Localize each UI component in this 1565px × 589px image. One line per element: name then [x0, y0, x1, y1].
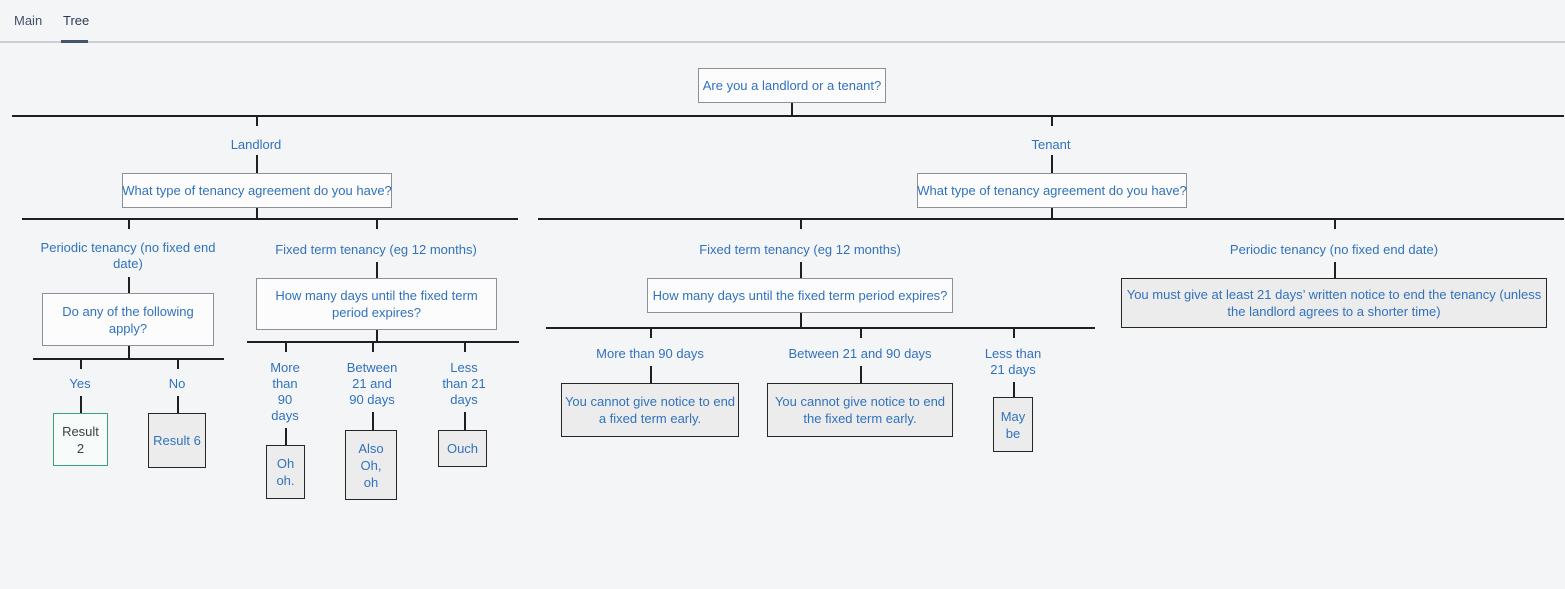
connector-tick — [650, 328, 652, 338]
branch-label-between-21-90: Between 21 and 90 days — [346, 360, 398, 407]
connector-line — [800, 313, 802, 327]
tab-main[interactable]: Main — [14, 13, 43, 28]
branch-label-no: No — [168, 376, 186, 391]
result-box-also-oh-oh[interactable]: Also Oh, oh — [345, 430, 397, 500]
connector-line — [128, 277, 130, 293]
branch-label-tenant: Tenant — [1031, 137, 1071, 152]
branch-label-landlord-periodic: Periodic tenancy (no fixed end date) — [40, 240, 216, 271]
question-box-landlord-days-until-expiry[interactable]: How many days until the fixed term perio… — [256, 278, 497, 330]
branch-label-tenant-periodic: Periodic tenancy (no fixed end date) — [1229, 242, 1439, 257]
connector-tick — [80, 359, 82, 369]
branch-label-more-than-90: More than 90 days — [270, 360, 300, 423]
connector-line — [33, 358, 224, 360]
question-box-tenant-tenancy-type[interactable]: What type of tenancy agreement do you ha… — [917, 173, 1187, 208]
connector-tick — [1013, 328, 1015, 338]
result-box-result-6[interactable]: Result 6 — [148, 413, 206, 468]
connector-line — [1013, 382, 1015, 397]
branch-label-yes: Yes — [69, 376, 91, 391]
branch-label-landlord: Landlord — [230, 137, 282, 152]
branch-label-tenant-more-than-90: More than 90 days — [596, 346, 704, 361]
result-box-may-be[interactable]: May be — [993, 397, 1033, 452]
connector-tick — [1334, 219, 1336, 229]
result-box-oh-oh[interactable]: Oh oh. — [266, 445, 305, 499]
branch-label-tenant-between-21-90: Between 21 and 90 days — [788, 346, 932, 361]
connector-line — [177, 396, 179, 413]
result-box-cannot-give-notice-a[interactable]: You cannot give notice to end a fixed te… — [561, 383, 739, 437]
question-box-tenant-days-until-expiry[interactable]: How many days until the fixed term perio… — [647, 278, 953, 313]
connector-line — [1334, 262, 1336, 278]
result-box-ouch[interactable]: Ouch — [438, 430, 487, 467]
question-box-landlord-tenancy-type[interactable]: What type of tenancy agreement do you ha… — [122, 173, 392, 208]
connector-line — [247, 341, 519, 343]
connector-line — [376, 330, 378, 341]
connector-line — [791, 103, 793, 115]
connector-tick — [860, 328, 862, 338]
connector-line — [650, 366, 652, 383]
connector-tick — [256, 116, 258, 126]
branch-label-tenant-less-than-21: Less than 21 days — [984, 346, 1042, 377]
connector-tick — [1051, 116, 1053, 126]
connector-line — [546, 327, 1095, 329]
connector-tick — [464, 342, 466, 352]
branch-label-tenant-fixed: Fixed term tenancy (eg 12 months) — [699, 242, 901, 257]
connector-line — [22, 218, 518, 220]
connector-line — [372, 412, 374, 430]
connector-line — [1051, 155, 1053, 173]
connector-tick — [800, 219, 802, 229]
result-box-must-give-21-days-notice[interactable]: You must give at least 21 days’ written … — [1121, 278, 1547, 328]
connector-line — [376, 262, 378, 278]
connector-line — [285, 428, 287, 445]
connector-tick — [128, 219, 130, 229]
connector-line — [80, 396, 82, 413]
connector-line — [12, 115, 1564, 117]
connector-line — [128, 346, 130, 358]
connector-line — [800, 262, 802, 278]
tab-bar: Main Tree — [0, 0, 1565, 43]
connector-line — [1051, 208, 1053, 218]
branch-label-landlord-fixed: Fixed term tenancy (eg 12 months) — [275, 242, 477, 257]
connector-line — [538, 218, 1564, 220]
result-box-cannot-give-notice-b[interactable]: You cannot give notice to end the fixed … — [767, 383, 953, 437]
connector-line — [256, 155, 258, 173]
result-box-result-2[interactable]: Result 2 — [53, 413, 108, 466]
root-question-box[interactable]: Are you a landlord or a tenant? — [698, 68, 886, 103]
connector-tick — [285, 342, 287, 352]
branch-label-less-than-21: Less than 21 days — [442, 360, 486, 407]
connector-line — [860, 366, 862, 383]
connector-line — [256, 208, 258, 218]
connector-line — [464, 412, 466, 430]
tab-tree[interactable]: Tree — [63, 13, 90, 28]
connector-tick — [376, 219, 378, 229]
connector-tick — [372, 342, 374, 352]
question-box-do-any-apply[interactable]: Do any of the following apply? — [42, 293, 214, 346]
active-tab-underline — [61, 40, 88, 43]
connector-tick — [177, 359, 179, 369]
